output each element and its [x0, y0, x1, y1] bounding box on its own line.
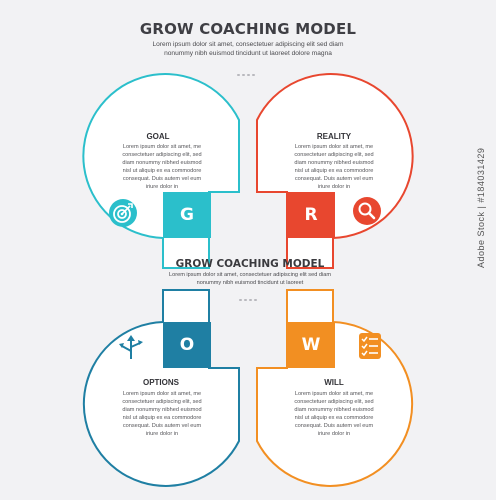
goal-text: Lorem ipsum dolor sit amet, me consectet…: [122, 144, 202, 190]
page-title: GROW COACHING MODEL: [139, 20, 357, 38]
stock-watermark: Adobe Stock | #184031429: [476, 147, 486, 268]
center-dots-divider: [239, 299, 257, 301]
checklist-icon: [359, 333, 381, 359]
target-icon: [109, 199, 137, 227]
page-subtitle: Lorem ipsum dolor sit amet, consectetuer…: [152, 41, 344, 57]
will-outline: [256, 289, 414, 487]
will-letter: W: [301, 335, 321, 355]
reality-letter-tile: R: [287, 192, 335, 238]
goal-label: GOAL: [146, 132, 170, 141]
options-label: OPTIONS: [142, 378, 179, 387]
top-dots-divider: [237, 74, 255, 76]
options-letter-tile: O: [163, 322, 211, 368]
will-text: Lorem ipsum dolor sit amet, me consectet…: [294, 391, 374, 437]
reality-label: REALITY: [316, 132, 352, 141]
will-label: WILL: [324, 378, 344, 387]
reality-text: Lorem ipsum dolor sit amet, me consectet…: [294, 144, 374, 190]
reality-letter: R: [304, 205, 318, 225]
options-letter: O: [179, 335, 195, 355]
options-text: Lorem ipsum dolor sit amet, me consectet…: [122, 391, 202, 437]
goal-letter-tile: G: [163, 192, 211, 238]
options-outline: [82, 289, 240, 487]
magnifier-icon: [353, 197, 381, 225]
goal-letter: G: [180, 205, 194, 225]
will-letter-tile: W: [287, 322, 335, 368]
center-text: Lorem ipsum dolor sit amet, consectetuer…: [169, 272, 331, 286]
direction-arrows-icon: [119, 335, 143, 359]
center-title: GROW COACHING MODEL: [175, 258, 325, 270]
